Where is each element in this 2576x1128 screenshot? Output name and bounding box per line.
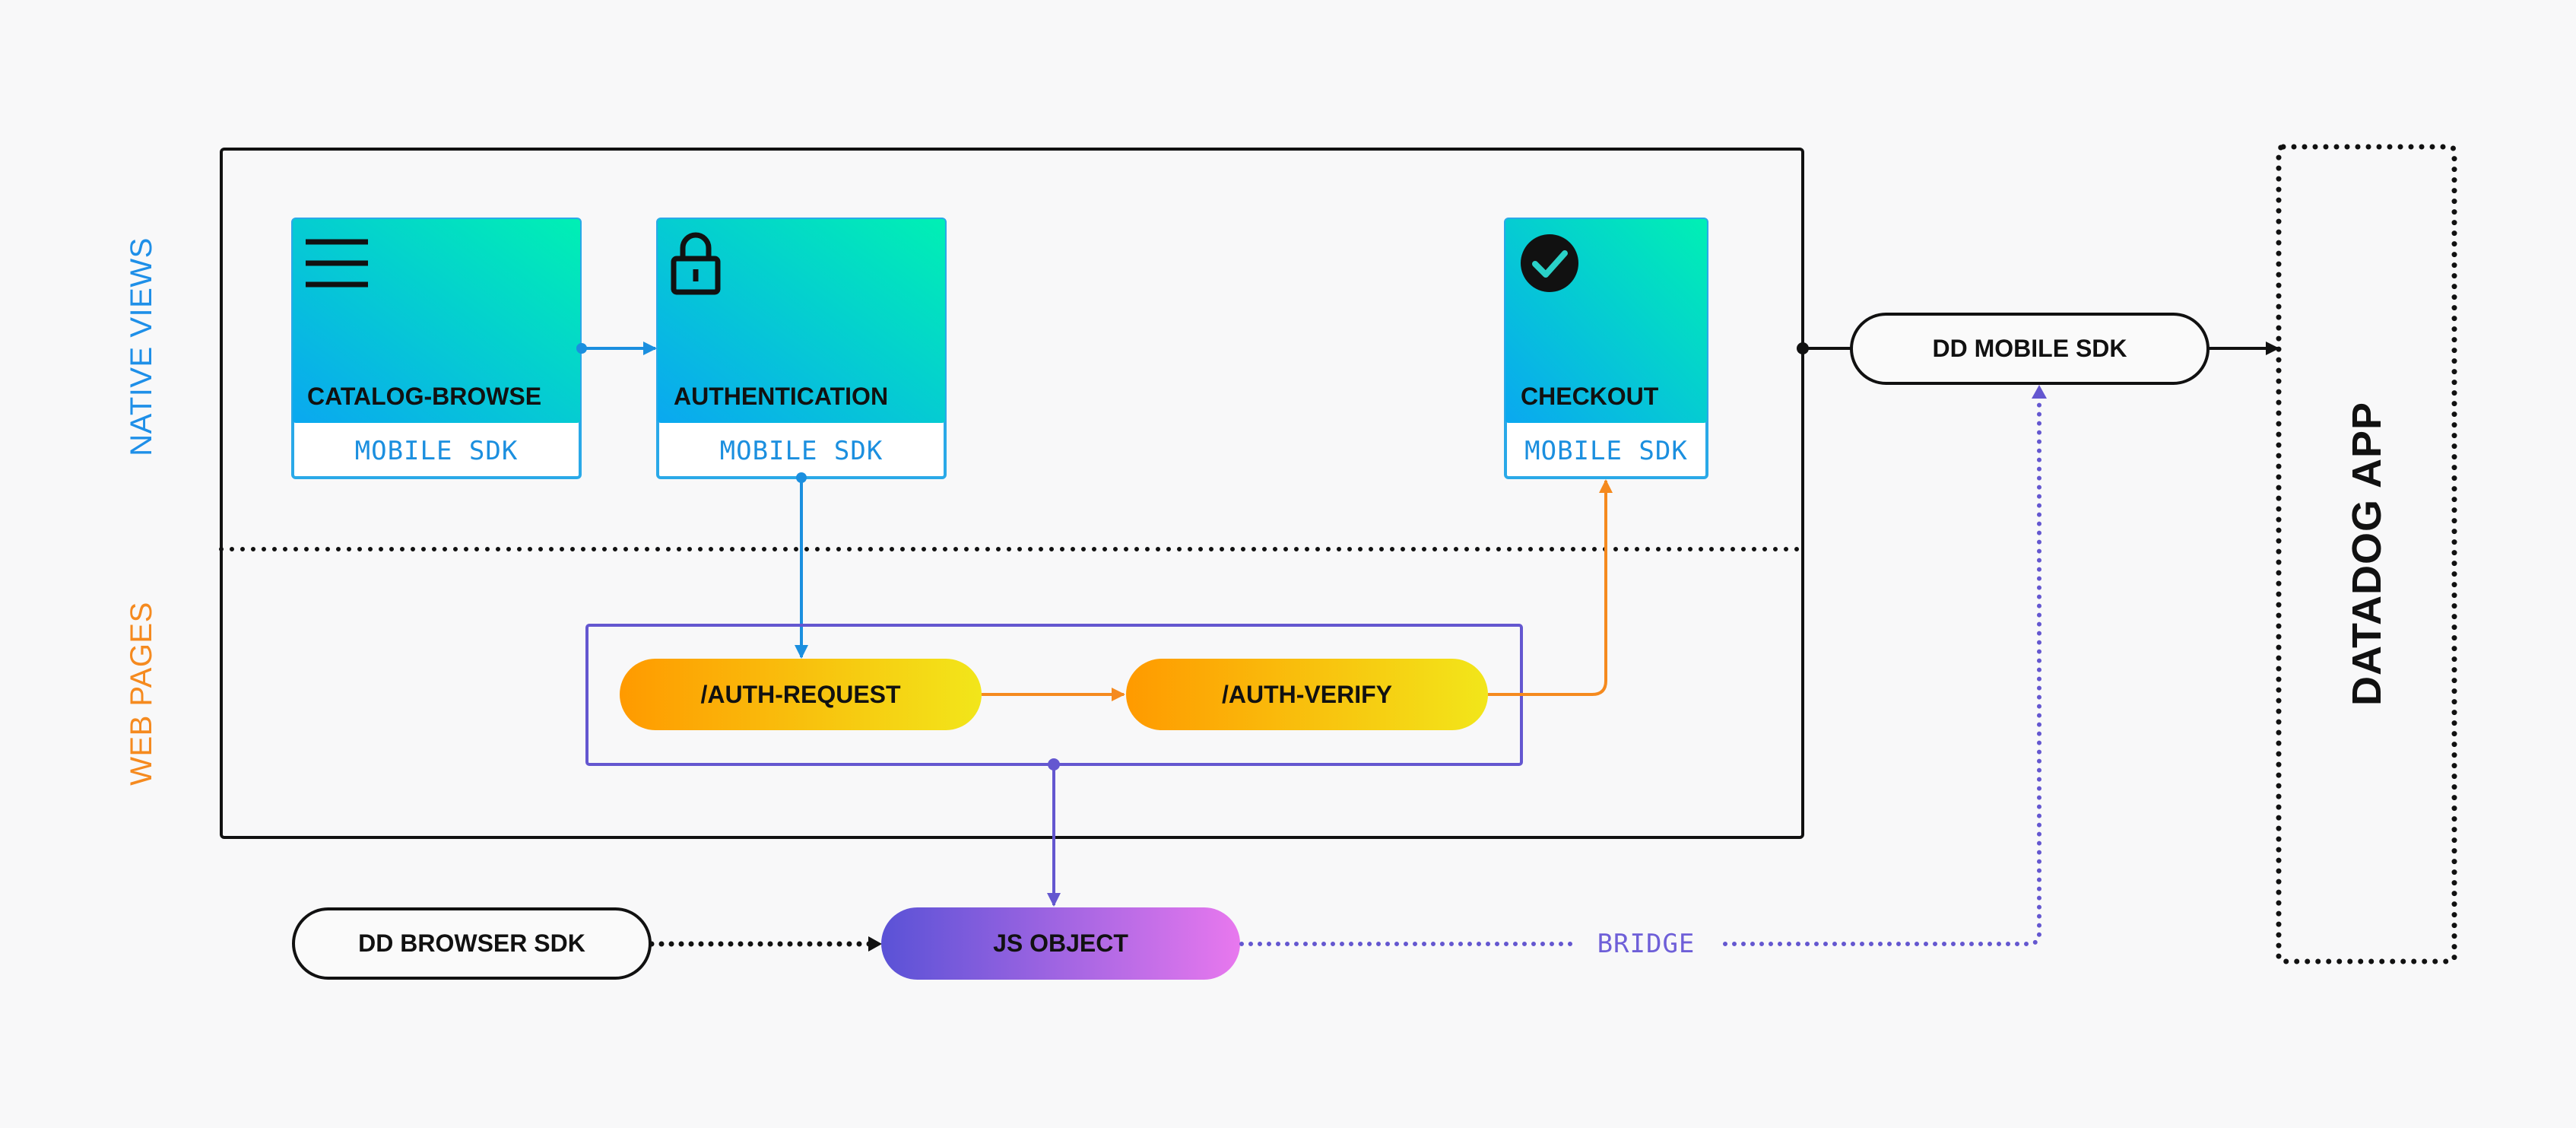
arrow-catalog-to-auth bbox=[576, 342, 657, 355]
check-circle-icon bbox=[1521, 234, 1578, 292]
bridge-arrow-head bbox=[2032, 385, 2047, 399]
pill-auth-verify bbox=[1126, 659, 1488, 730]
arrow-auth-to-request bbox=[795, 472, 808, 659]
datadog-app-label: DATADOG APP bbox=[2344, 402, 2390, 706]
tile-authentication bbox=[656, 218, 947, 479]
arrow-web-to-js bbox=[1047, 758, 1061, 907]
tile-sdk-authentication: MOBILE SDK bbox=[719, 436, 884, 466]
tile-title-checkout: CHECKOUT bbox=[1521, 382, 1659, 410]
auth-verify-label: /AUTH-VERIFY bbox=[1222, 680, 1392, 708]
tile-sdk-catalog-browse: MOBILE SDK bbox=[354, 436, 519, 466]
arrow-app-to-mobile-sdk bbox=[1797, 342, 1851, 354]
web-pages-label: WEB PAGES bbox=[124, 602, 158, 786]
js-object-pill bbox=[881, 907, 1240, 980]
arrow-browser-to-js-head bbox=[868, 936, 882, 952]
lock-icon bbox=[671, 232, 721, 295]
tile-catalog-browse bbox=[291, 218, 582, 479]
tile-checkout bbox=[1504, 218, 1708, 479]
dd-mobile-sdk-label: DD MOBILE SDK bbox=[1932, 335, 2127, 362]
js-object-label: JS OBJECT bbox=[993, 929, 1128, 957]
native-views-label: NATIVE VIEWS bbox=[124, 237, 158, 456]
tile-title-authentication: AUTHENTICATION bbox=[674, 382, 889, 410]
menu-icon bbox=[306, 239, 368, 288]
dd-browser-sdk-label: DD BROWSER SDK bbox=[358, 929, 585, 957]
pill-auth-request bbox=[620, 659, 982, 730]
bridge-label: BRIDGE bbox=[1574, 926, 1718, 961]
tile-title-catalog-browse: CATALOG-BROWSE bbox=[307, 382, 542, 410]
datadog-app-frame bbox=[2276, 144, 2457, 964]
bridge-line bbox=[1239, 393, 2041, 946]
arrow-verify-to-checkout bbox=[1488, 479, 1613, 696]
app-frame bbox=[220, 148, 1804, 839]
auth-request-label: /AUTH-REQUEST bbox=[700, 680, 901, 708]
tile-sdk-checkout: MOBILE SDK bbox=[1524, 436, 1688, 466]
